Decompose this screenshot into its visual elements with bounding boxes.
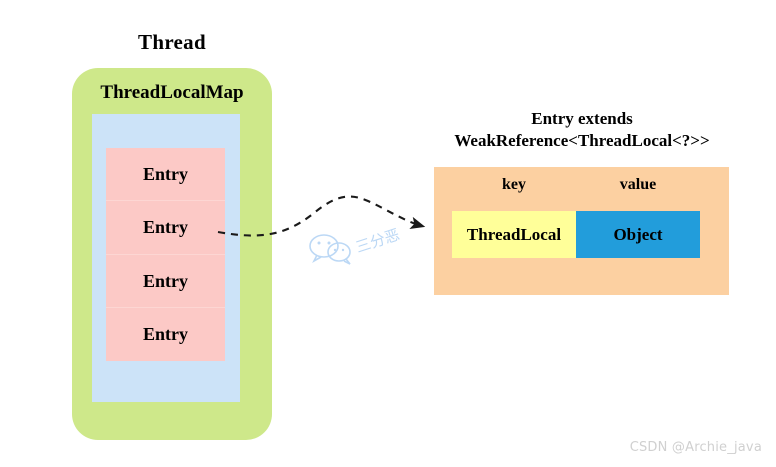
entry-caption-line2: WeakReference<ThreadLocal<?>> xyxy=(454,131,710,151)
threadlocalmap-title: ThreadLocalMap xyxy=(100,82,244,103)
dashed-curved-arrow xyxy=(217,195,426,237)
entry-row: Entry xyxy=(106,201,225,255)
entry-caption: Entry extends WeakReference<ThreadLocal<… xyxy=(420,108,744,153)
csdn-watermark: CSDN @Archie_java xyxy=(629,440,762,455)
entry-row: Entry xyxy=(106,254,225,308)
entry-row: Entry xyxy=(106,307,225,361)
value-box: Object xyxy=(576,211,700,258)
entry-row: Entry xyxy=(106,148,225,202)
thread-title: Thread xyxy=(138,30,206,54)
entry-stack: Entry Entry Entry Entry xyxy=(106,148,225,361)
value-label: value xyxy=(619,176,657,193)
key-box: ThreadLocal xyxy=(452,211,576,258)
key-label: key xyxy=(502,176,526,193)
entry-caption-line1: Entry extends xyxy=(531,109,633,128)
